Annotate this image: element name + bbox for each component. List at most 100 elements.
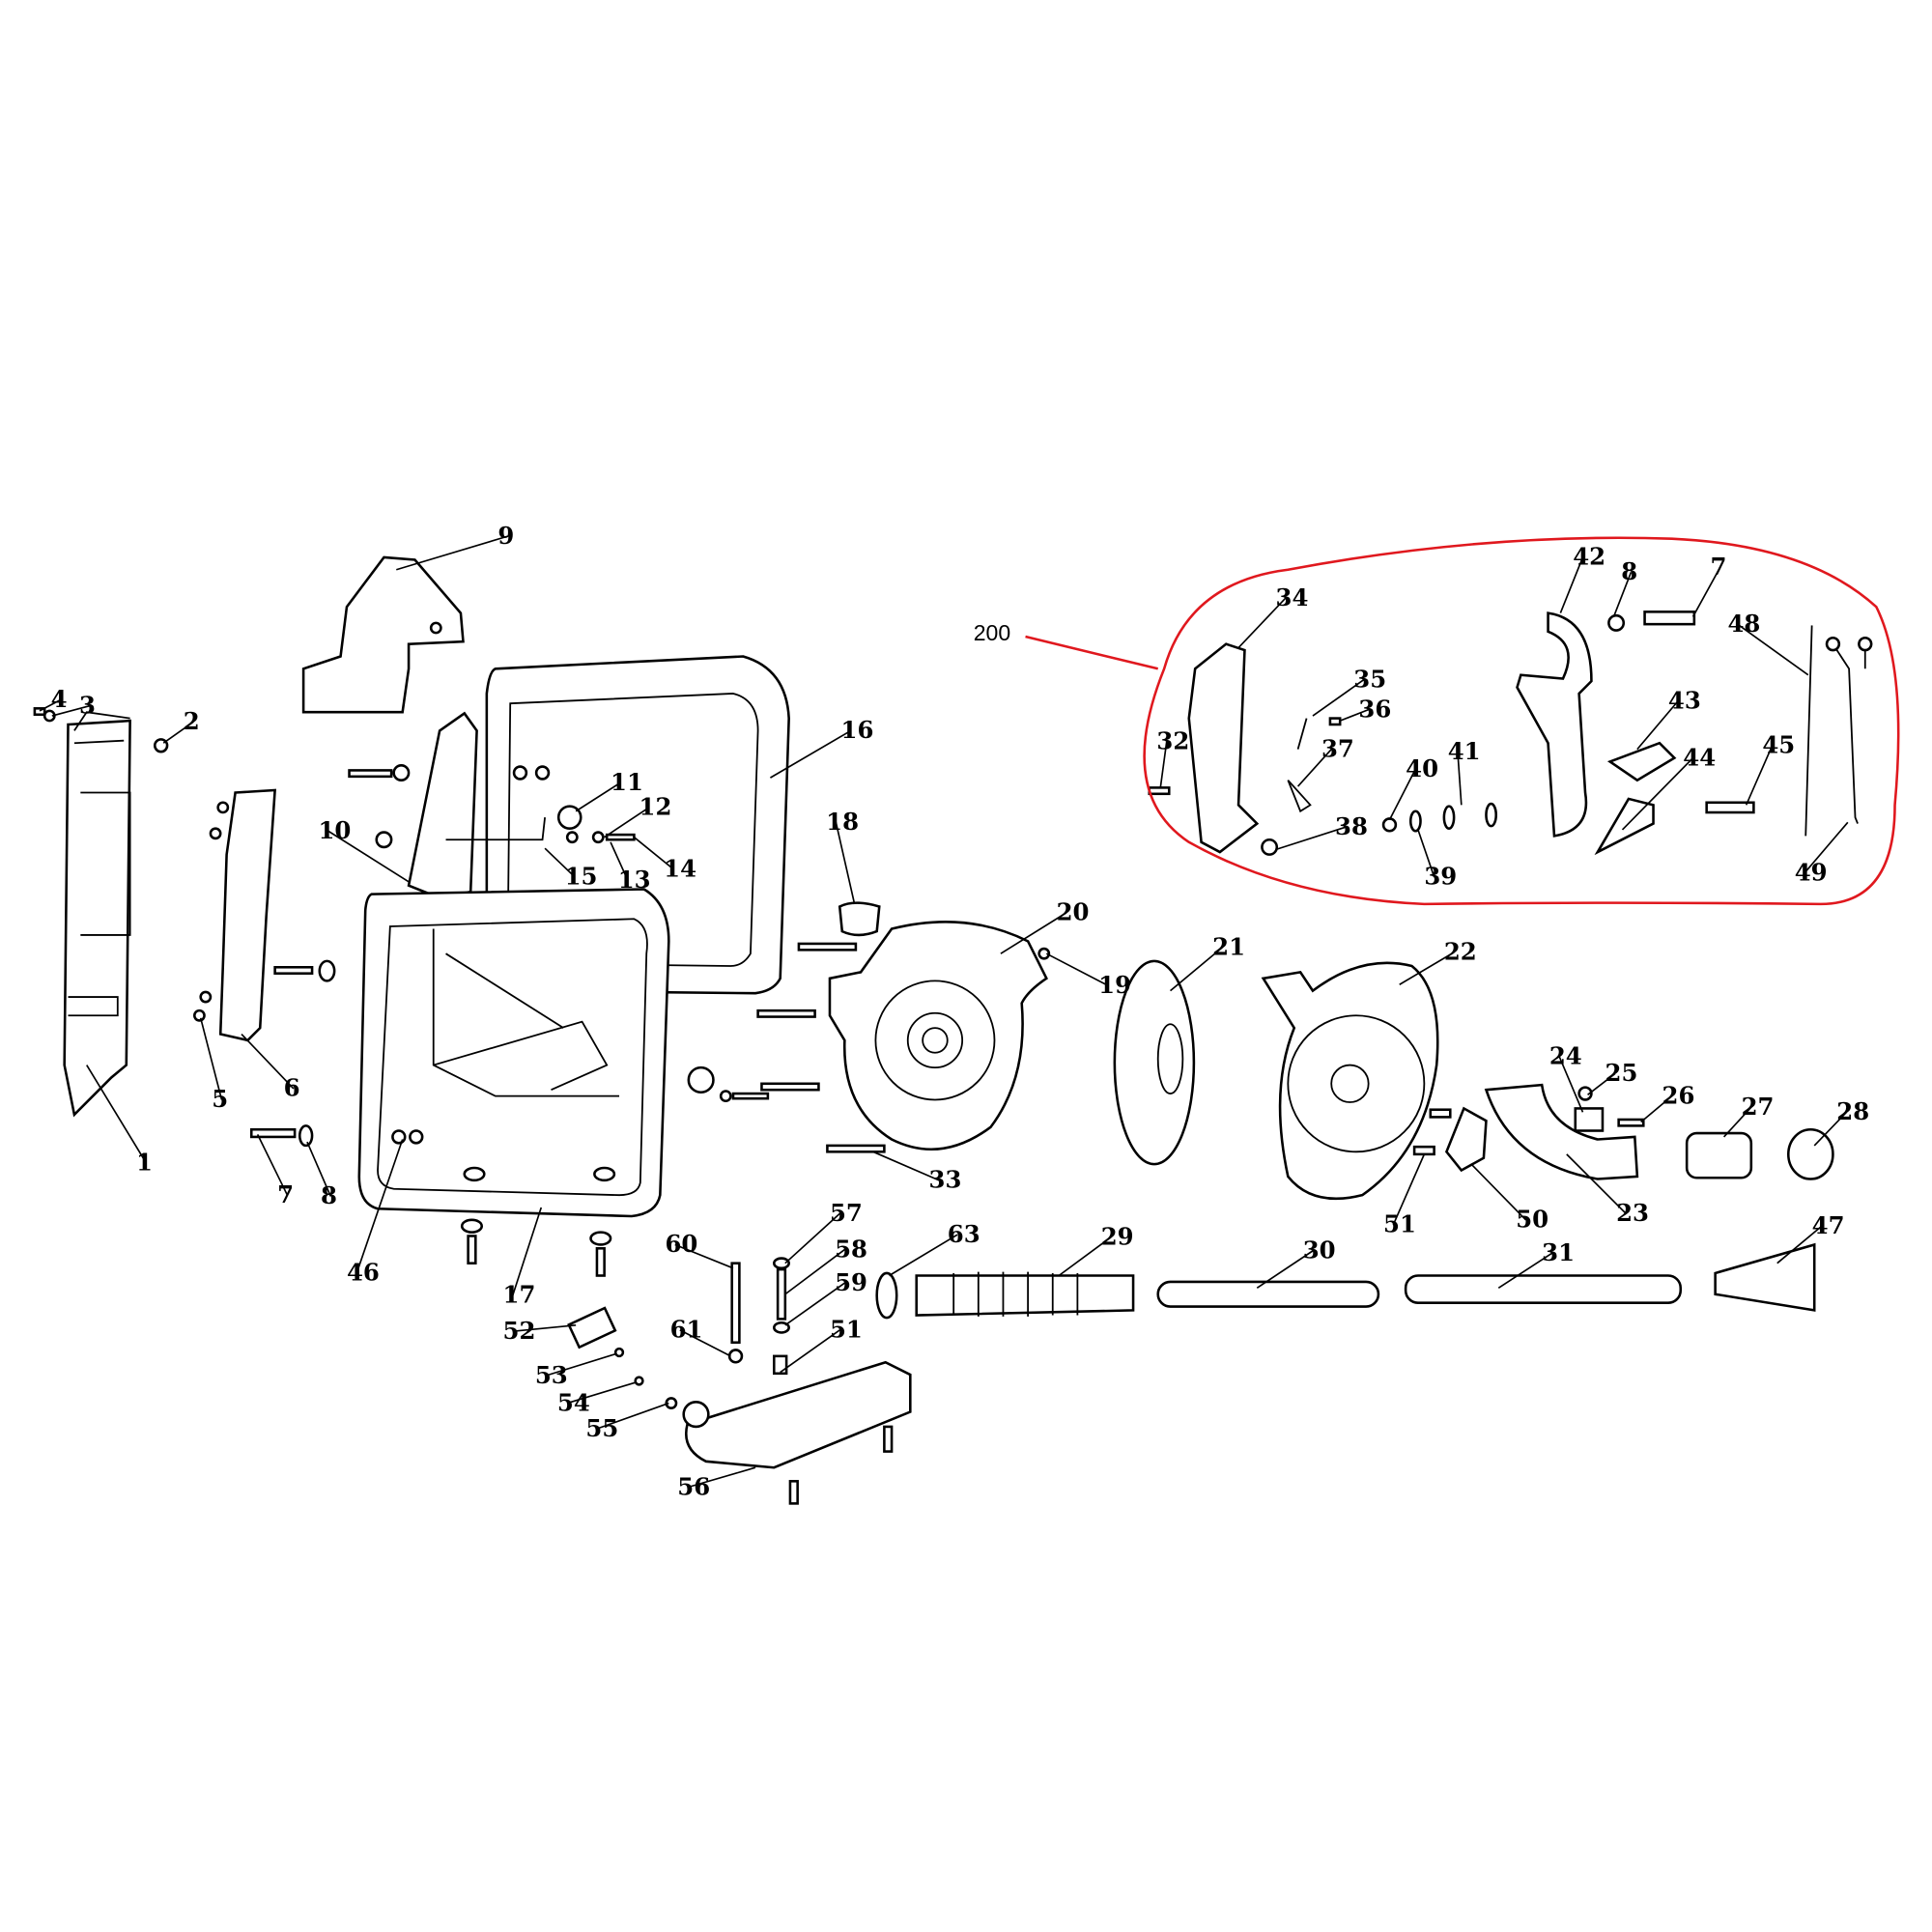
part-label-40: 40	[1406, 754, 1438, 782]
part-label-8: 8	[1621, 557, 1637, 585]
leader-line	[784, 1248, 845, 1295]
part-label-11: 11	[611, 768, 643, 796]
leader-line	[770, 729, 852, 779]
part-label-9: 9	[497, 522, 514, 550]
leader-line	[1723, 1106, 1752, 1138]
part-front-housing	[357, 888, 670, 1218]
leader-line	[396, 535, 508, 571]
part-label-28: 28	[1836, 1097, 1869, 1125]
leader-line	[1457, 752, 1463, 806]
leader-line	[679, 1329, 731, 1357]
leader-line	[1417, 829, 1435, 877]
leader-line	[1804, 821, 1849, 874]
leader-line	[241, 1033, 295, 1090]
part-label-41: 41	[1448, 737, 1481, 765]
leader-line	[1159, 741, 1168, 788]
part-label-47: 47	[1812, 1211, 1845, 1239]
part-tube-1	[1156, 1280, 1380, 1308]
leader-line	[780, 1329, 840, 1374]
part-label-63: 63	[948, 1220, 980, 1248]
leader-line	[889, 1234, 958, 1277]
leader-line	[1256, 1250, 1314, 1290]
part-label-21: 21	[1212, 932, 1245, 960]
part-label-49: 49	[1795, 859, 1828, 887]
part-label-26: 26	[1662, 1081, 1695, 1109]
part-label-56: 56	[677, 1472, 710, 1500]
part-label-51: 51	[830, 1316, 863, 1344]
leader-line	[835, 822, 856, 905]
part-label-50: 50	[1516, 1206, 1548, 1234]
leader-line	[1237, 597, 1287, 649]
part-fuel-tank	[685, 1360, 912, 1469]
part-tube-2	[1404, 1274, 1683, 1305]
part-label-12: 12	[639, 793, 672, 821]
part-label-14: 14	[664, 855, 696, 883]
part-label-46: 46	[347, 1259, 380, 1287]
leader-line	[1813, 1111, 1848, 1147]
leader-line	[1737, 623, 1809, 676]
leader-line	[86, 1065, 147, 1164]
leader-line	[575, 781, 621, 812]
leader-line	[1612, 572, 1633, 617]
leader-line	[327, 830, 410, 883]
part-bracket	[301, 555, 465, 714]
leader-line	[512, 1323, 577, 1333]
leader-line	[1312, 679, 1365, 717]
leader-line	[199, 1017, 223, 1100]
part-label-1: 1	[136, 1149, 153, 1177]
part-label-29: 29	[1101, 1222, 1134, 1250]
leader-line	[1691, 566, 1721, 617]
part-label-31: 31	[1542, 1238, 1575, 1266]
leader-line	[1170, 947, 1223, 992]
part-nozzle	[1714, 1242, 1816, 1312]
part-label-35: 35	[1353, 666, 1386, 694]
leader-line	[1776, 1225, 1823, 1264]
leader-line	[1058, 1236, 1112, 1277]
leader-line	[687, 1466, 756, 1489]
part-label-48: 48	[1727, 610, 1760, 638]
part-label-6: 6	[284, 1074, 300, 1102]
leader-line	[39, 698, 62, 712]
part-knob	[838, 901, 881, 937]
part-label-10: 10	[318, 816, 351, 844]
part-label-52: 52	[503, 1317, 536, 1345]
part-elbow	[1484, 1083, 1639, 1180]
part-label-24: 24	[1549, 1041, 1582, 1069]
leader-line	[51, 704, 90, 717]
part-label-17: 17	[503, 1281, 536, 1309]
part-label-23: 23	[1616, 1199, 1649, 1227]
leader-line	[633, 837, 674, 870]
part-flex-tube	[915, 1274, 1135, 1317]
part-label-42: 42	[1573, 543, 1605, 571]
part-label-7: 7	[277, 1180, 294, 1208]
leader-line	[595, 1402, 669, 1431]
leader-line	[1636, 700, 1679, 751]
part-side-cover	[218, 788, 276, 1042]
leader-line	[306, 1141, 332, 1197]
part-label-20: 20	[1057, 898, 1090, 926]
leader-line	[1640, 1094, 1673, 1123]
part-label-5: 5	[212, 1085, 228, 1113]
part-label-16: 16	[841, 716, 874, 744]
part-label-19: 19	[1098, 971, 1131, 999]
leader-line	[1566, 1153, 1627, 1214]
part-label-3: 3	[79, 691, 96, 719]
leader-line	[604, 807, 650, 838]
part-label-51: 51	[1383, 1210, 1416, 1238]
leader-line	[674, 1243, 734, 1269]
leader-line	[1045, 952, 1109, 987]
leader-line	[1392, 1153, 1426, 1226]
part-coupler	[1685, 1131, 1753, 1179]
part-label-15: 15	[565, 862, 598, 890]
part-label-53: 53	[535, 1361, 568, 1389]
leader-line	[1497, 1252, 1552, 1290]
leader-line	[1621, 757, 1694, 831]
leader-line	[784, 1212, 840, 1264]
leader-line	[1745, 745, 1774, 806]
leader-line	[872, 1151, 940, 1181]
leader-line	[544, 1352, 617, 1378]
part-label-32: 32	[1156, 727, 1189, 755]
part-label-57: 57	[830, 1199, 863, 1227]
